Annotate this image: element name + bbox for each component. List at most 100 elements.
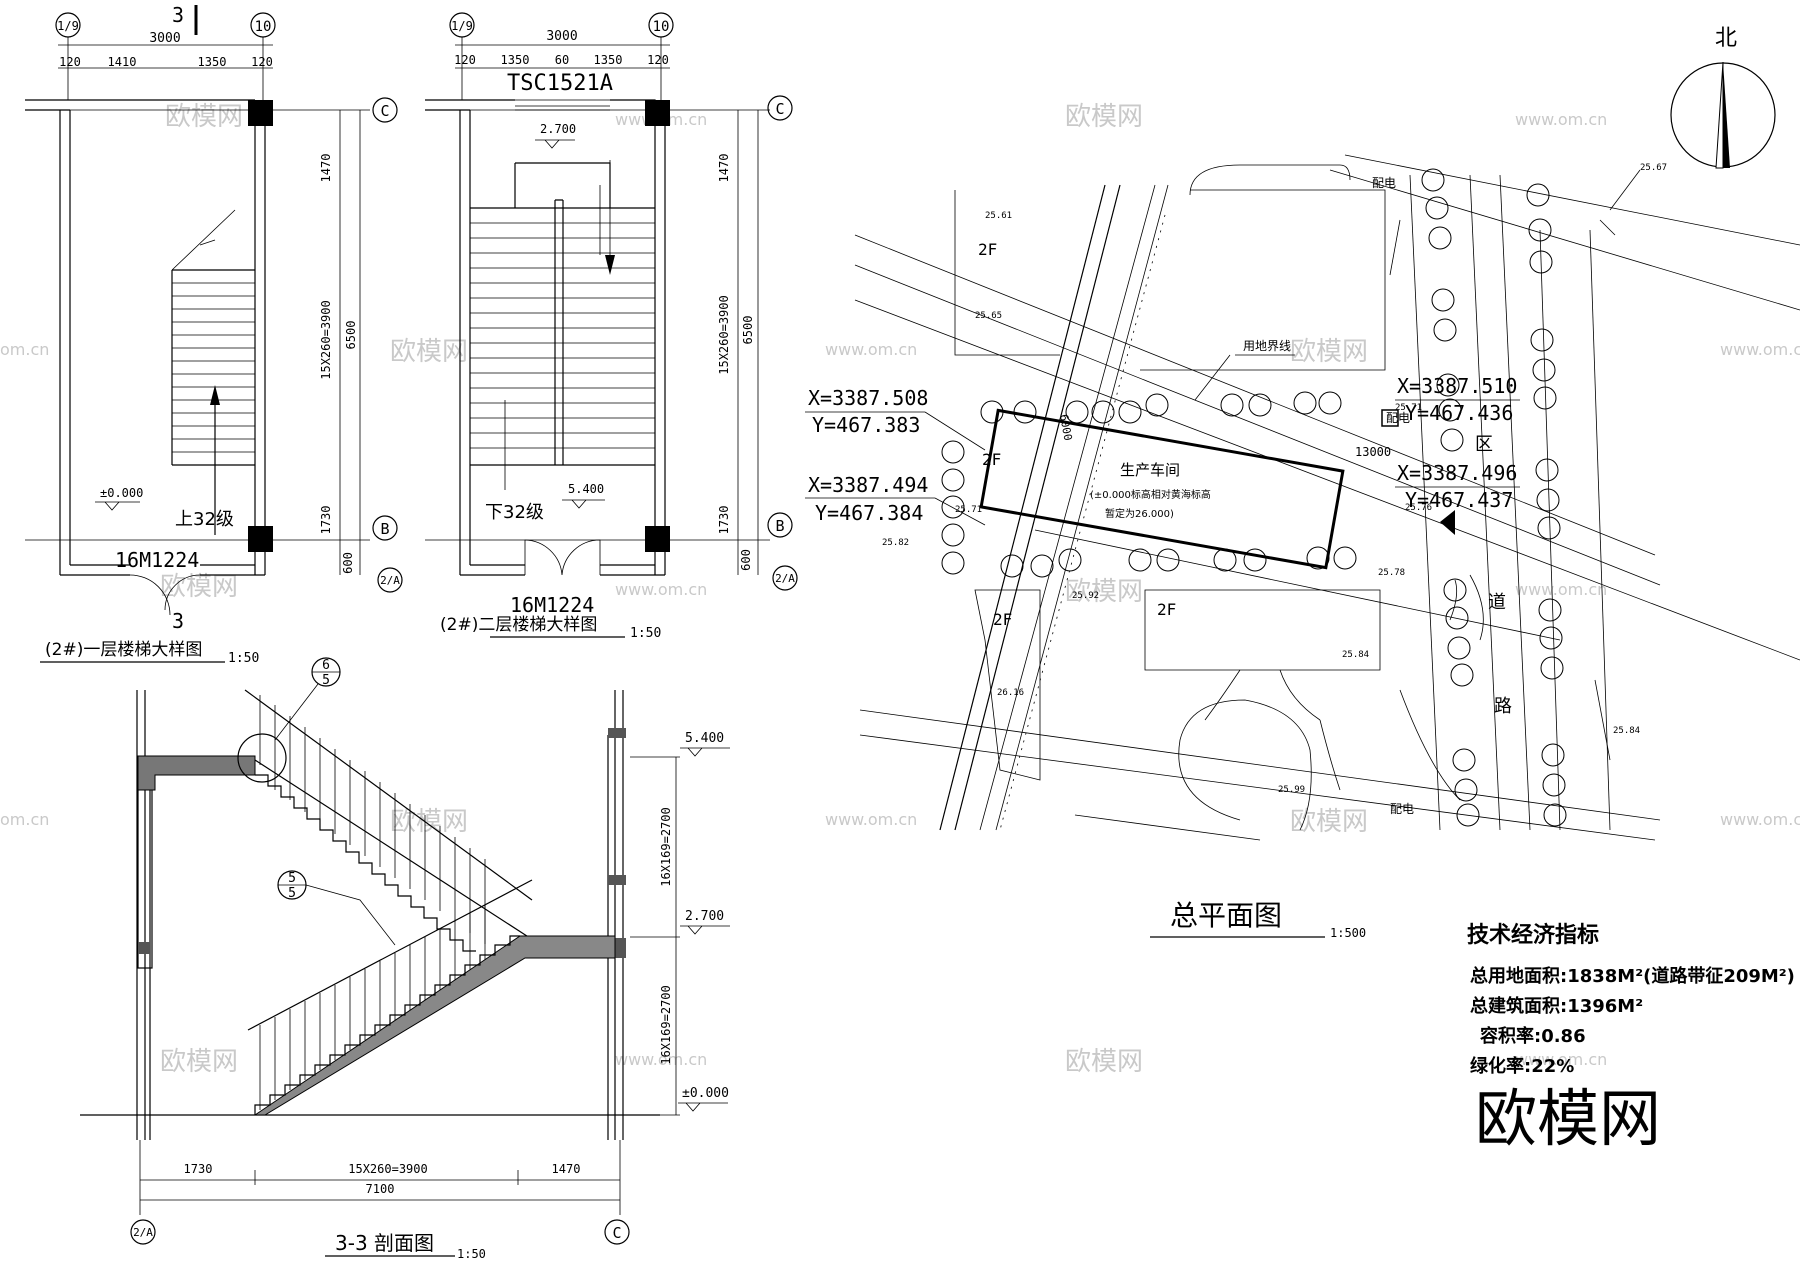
watermark-url: www.om.cn bbox=[1515, 580, 1607, 599]
stair-plan-first-floor: 1/9 10 3 3000 120 1410 1350 120 bbox=[25, 3, 403, 666]
dimension: 1730 bbox=[717, 506, 731, 535]
axis-label: 2/A bbox=[380, 574, 400, 587]
indicator-line: 绿化率:22% bbox=[1470, 1055, 1574, 1077]
dimension: 120 bbox=[59, 55, 81, 69]
stair-up-label: 上32级 bbox=[175, 509, 234, 530]
window-tag: TSC1521A bbox=[507, 71, 613, 96]
drawing-scale: 1:50 bbox=[228, 651, 259, 666]
dimension: 13000 bbox=[1355, 445, 1391, 459]
watermark-brand: 欧模网 bbox=[160, 572, 238, 602]
drawing-scale: 1:500 bbox=[1330, 926, 1366, 940]
svg-text:25.76: 25.76 bbox=[1405, 503, 1432, 513]
dimension: 60 bbox=[555, 53, 569, 67]
canal bbox=[939, 184, 1169, 831]
floor-count: 2F bbox=[993, 610, 1012, 629]
level-mark: 2.700 bbox=[540, 122, 576, 136]
axis-label: B bbox=[380, 520, 389, 538]
coordinate-x: X=3387.508 bbox=[808, 386, 928, 410]
indicator-line: 总建筑面积:1396M² bbox=[1470, 995, 1643, 1017]
detail-number: 5 bbox=[288, 871, 296, 886]
coordinate-x: X=3387.496 bbox=[1397, 461, 1517, 485]
svg-text:25.71: 25.71 bbox=[1395, 403, 1422, 413]
dimension: 1410 bbox=[108, 55, 137, 69]
balusters bbox=[259, 695, 486, 1110]
axis-label: B bbox=[775, 517, 784, 535]
axis-bubble bbox=[372, 515, 398, 541]
dimension: 16X169=2700 bbox=[659, 985, 673, 1064]
axis-bubble bbox=[372, 97, 398, 123]
axis-bubble bbox=[377, 567, 403, 593]
site-lines bbox=[854, 154, 1800, 841]
svg-text:25.65: 25.65 bbox=[975, 311, 1002, 321]
coordinate-y: Y=467.383 bbox=[812, 413, 920, 437]
detail-sheet: 5 bbox=[322, 673, 330, 688]
watermark-url: www.om.cn bbox=[1720, 340, 1800, 359]
road bbox=[1409, 174, 1611, 831]
technical-indicators: 技术经济指标 总用地面积:1838M²(道路带征209M²) 总建筑面积:139… bbox=[1467, 922, 1795, 1155]
floor-count: 2F bbox=[982, 450, 1001, 469]
building-note: (±0.000标高相对黄海标高 bbox=[1090, 488, 1211, 501]
level-mark: 5.400 bbox=[685, 731, 724, 746]
dimension: 16X169=2700 bbox=[659, 807, 673, 886]
floor-count: 2F bbox=[978, 240, 997, 259]
watermark-url: www.om.cn bbox=[615, 580, 707, 599]
dimension: 1470 bbox=[319, 154, 333, 183]
site-plan: 北 bbox=[805, 26, 1800, 940]
column bbox=[645, 100, 670, 126]
drawing-title: 总平面图 bbox=[1170, 899, 1282, 932]
watermark-url: om.cn bbox=[0, 340, 49, 359]
watermark-url: om.cn bbox=[0, 810, 49, 829]
brand-logo: 欧模网 bbox=[1475, 1082, 1661, 1155]
watermark-url: www.om.cn bbox=[825, 810, 917, 829]
dimension: 1730 bbox=[184, 1162, 213, 1176]
svg-text:25.78: 25.78 bbox=[1378, 568, 1405, 578]
door-tag: 16M1224 bbox=[115, 548, 199, 572]
dimension-total: 7100 bbox=[366, 1182, 395, 1196]
road-label: 区 bbox=[1475, 434, 1493, 455]
coordinate-y: Y=467.436 bbox=[1405, 401, 1513, 425]
watermark-url: www.om.cn bbox=[1515, 1050, 1607, 1069]
indicator-line: 总用地面积:1838M²(道路带征209M²) bbox=[1470, 965, 1795, 987]
svg-text:25.84: 25.84 bbox=[1613, 726, 1640, 736]
coordinate-y: Y=467.384 bbox=[815, 501, 923, 525]
dimension: 6000 bbox=[1057, 413, 1074, 441]
dimension: 1730 bbox=[319, 506, 333, 535]
road-label: 路 bbox=[1494, 696, 1512, 717]
watermark-brand: 欧模网 bbox=[1290, 337, 1368, 367]
axis-bubble bbox=[772, 565, 798, 591]
power-room: 配电 bbox=[1372, 176, 1396, 190]
building-name: 生产车间 bbox=[1120, 461, 1180, 479]
dimension: 120 bbox=[251, 55, 273, 69]
detail-sheet: 5 bbox=[288, 886, 296, 901]
watermark-brand: 欧模网 bbox=[390, 337, 468, 367]
watermark-brand: 欧模网 bbox=[1290, 807, 1368, 837]
section-mark: 3 bbox=[172, 3, 184, 27]
trees bbox=[941, 168, 1567, 827]
dimension: 120 bbox=[647, 53, 669, 67]
door-tag: 16M1224 bbox=[510, 593, 594, 617]
dimension: 1470 bbox=[552, 1162, 581, 1176]
column bbox=[248, 526, 273, 552]
stair-treads bbox=[172, 282, 255, 453]
svg-text:25.61: 25.61 bbox=[985, 211, 1012, 221]
svg-text:25.67: 25.67 bbox=[1640, 163, 1667, 173]
dimension: 120 bbox=[454, 53, 476, 67]
drawing-title: 3-3 剖面图 bbox=[335, 1231, 434, 1255]
level-mark: 5.400 bbox=[568, 482, 604, 496]
dimension: 15X260=3900 bbox=[319, 300, 333, 379]
dimension-total: 3000 bbox=[546, 29, 577, 44]
svg-text:25.82: 25.82 bbox=[882, 538, 909, 548]
dimension: 1350 bbox=[594, 53, 623, 67]
dimension: 6500 bbox=[344, 321, 358, 350]
dimension: 600 bbox=[739, 549, 753, 571]
section-mark: 3 bbox=[172, 609, 184, 633]
stair-treads bbox=[470, 222, 655, 449]
watermark-brand: 欧模网 bbox=[1065, 102, 1143, 132]
upper-flight bbox=[244, 689, 533, 952]
axis-label: 2/A bbox=[775, 572, 795, 585]
dimension: 15X260=3900 bbox=[717, 295, 731, 374]
dimension: 1350 bbox=[198, 55, 227, 69]
indicator-line: 容积率:0.86 bbox=[1480, 1025, 1586, 1047]
dimension: 6500 bbox=[741, 316, 755, 345]
